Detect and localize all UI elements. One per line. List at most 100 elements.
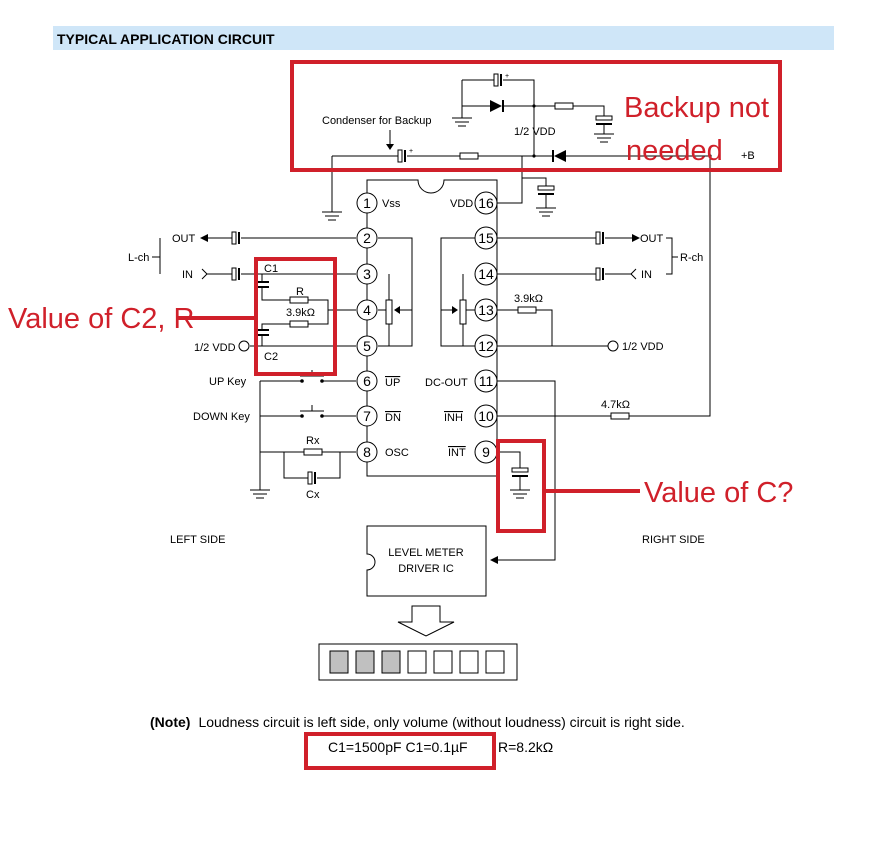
right-in-label: IN [641, 269, 652, 281]
pin-13: 13 [474, 298, 498, 322]
level-segment [485, 650, 505, 674]
pin-7: 7 [356, 405, 378, 427]
half-vdd-left-label: 1/2 VDD [194, 342, 236, 354]
down-key-label: DOWN Key [193, 411, 250, 423]
svg-text:3: 3 [363, 266, 371, 282]
c1-label: C1 [264, 263, 278, 275]
internal-wiring [378, 237, 475, 347]
loudness-network: C1 R 3.9kΩ C2 1/2 VDD [194, 263, 356, 363]
svg-text:14: 14 [478, 266, 494, 282]
svg-text:6: 6 [363, 373, 371, 389]
c-annotation-text: Value of C? [644, 477, 793, 509]
level-segment [329, 650, 349, 674]
right-pins: 16 15 14 13 12 11 10 9 [474, 191, 498, 464]
svg-text:16: 16 [478, 195, 494, 211]
left-pins: 1 2 3 4 5 6 7 8 [356, 192, 378, 463]
level-segment [407, 650, 427, 674]
left-side-label: LEFT SIDE [170, 534, 225, 546]
half-vdd-top-label: 1/2 VDD [514, 126, 556, 138]
condenser-backup-label: Condenser for Backup [322, 115, 431, 127]
l-ch-label: L-ch [128, 252, 149, 264]
pin-14: 14 [474, 262, 498, 286]
up-key-label: UP Key [209, 376, 247, 388]
svg-text:11: 11 [479, 373, 494, 389]
c2-label: C2 [264, 351, 278, 363]
pin-5: 5 [356, 335, 378, 357]
level-meter-segments [329, 650, 505, 674]
header-title: TYPICAL APPLICATION CIRCUIT [57, 31, 275, 47]
cx-label: Cx [306, 489, 320, 501]
left-in-label: IN [182, 269, 193, 281]
r47-label: 4.7kΩ [601, 399, 630, 411]
left-out-label: OUT [172, 233, 196, 245]
svg-text:10: 10 [478, 408, 494, 424]
vdd-label: VDD [450, 198, 473, 210]
note-values-annotation-box [304, 732, 496, 770]
svg-text:12: 12 [478, 338, 494, 354]
ic-body [366, 179, 498, 477]
backup-annotation-line2: needed [626, 135, 723, 167]
pin-6: 6 [356, 370, 378, 392]
header-bar [53, 26, 834, 50]
left-channel-io: L-ch OUT IN [128, 231, 356, 281]
pin-11: 11 [474, 369, 498, 393]
c2-r-annotation-text: Value of C2, R [8, 303, 194, 335]
r-ch-label: R-ch [680, 252, 703, 264]
dc-out-label: DC-OUT [425, 377, 468, 389]
pin-9: 9 [474, 440, 498, 464]
level-segment [381, 650, 401, 674]
up-pin-label: UP [385, 377, 400, 389]
svg-text:1: 1 [363, 195, 371, 211]
level-meter-line1: LEVEL METER [388, 547, 463, 559]
loudness-r39-label: 3.9kΩ [286, 307, 315, 319]
note-values-rest: R=8.2kΩ [498, 739, 553, 755]
right-r39-label: 3.9kΩ [514, 293, 543, 305]
annotations: Backup not needed Value of C2, R Value o… [8, 60, 793, 770]
backup-section: + 1/2 VDD Condenser for Backup + [322, 73, 755, 221]
svg-text:5: 5 [363, 338, 371, 354]
right-out-label: OUT [640, 233, 664, 245]
pin-10: 10 [474, 404, 498, 428]
svg-text:13: 13 [478, 302, 494, 318]
key-and-osc-section: UP Key DOWN Key Rx Cx [193, 370, 356, 501]
level-segment [433, 650, 453, 674]
svg-text:4: 4 [363, 302, 371, 318]
right-side-label: RIGHT SIDE [642, 534, 705, 546]
c-annotation-box [496, 439, 546, 533]
level-segment [459, 650, 479, 674]
svg-text:+: + [409, 148, 413, 155]
pin-4: 4 [356, 299, 378, 321]
note-line: (Note)Loudness circuit is left side, onl… [150, 714, 685, 730]
svg-text:7: 7 [363, 408, 371, 424]
level-meter-line2: DRIVER IC [398, 563, 454, 575]
vss-label: Vss [382, 198, 401, 210]
svg-text:15: 15 [478, 230, 494, 246]
note-values-boxed: C1=1500pF C1=0.1µF [328, 739, 468, 755]
plus-b-label: +B [741, 150, 755, 162]
level-segment [355, 650, 375, 674]
inh-pin-label: INH [444, 412, 463, 424]
backup-annotation-box [290, 60, 782, 172]
rx-label: Rx [306, 435, 320, 447]
right-channel-io: OUT IN R-ch 3.9kΩ 1/2 VDD 4.7kΩ [490, 156, 711, 564]
pin-8: 8 [356, 441, 378, 463]
pin-16: 16 [474, 191, 498, 215]
half-vdd-right-label: 1/2 VDD [622, 341, 664, 353]
osc-label: OSC [385, 447, 409, 459]
pin-2: 2 [356, 227, 378, 249]
svg-text:+: + [505, 73, 509, 80]
int-pin-label: INT [448, 447, 466, 459]
svg-text:8: 8 [363, 444, 371, 460]
dn-pin-label: DN [385, 412, 401, 424]
r-label: R [296, 286, 304, 298]
vdd-decoupling [497, 156, 556, 217]
svg-text:9: 9 [482, 444, 490, 460]
pin-3: 3 [356, 263, 378, 285]
pin-1: 1 [356, 192, 378, 214]
svg-text:2: 2 [363, 230, 371, 246]
level-meter-driver: LEVEL METER DRIVER IC [318, 525, 518, 681]
backup-annotation-line1: Backup not [624, 92, 769, 124]
pin-15: 15 [474, 226, 498, 250]
pin-12: 12 [474, 334, 498, 358]
